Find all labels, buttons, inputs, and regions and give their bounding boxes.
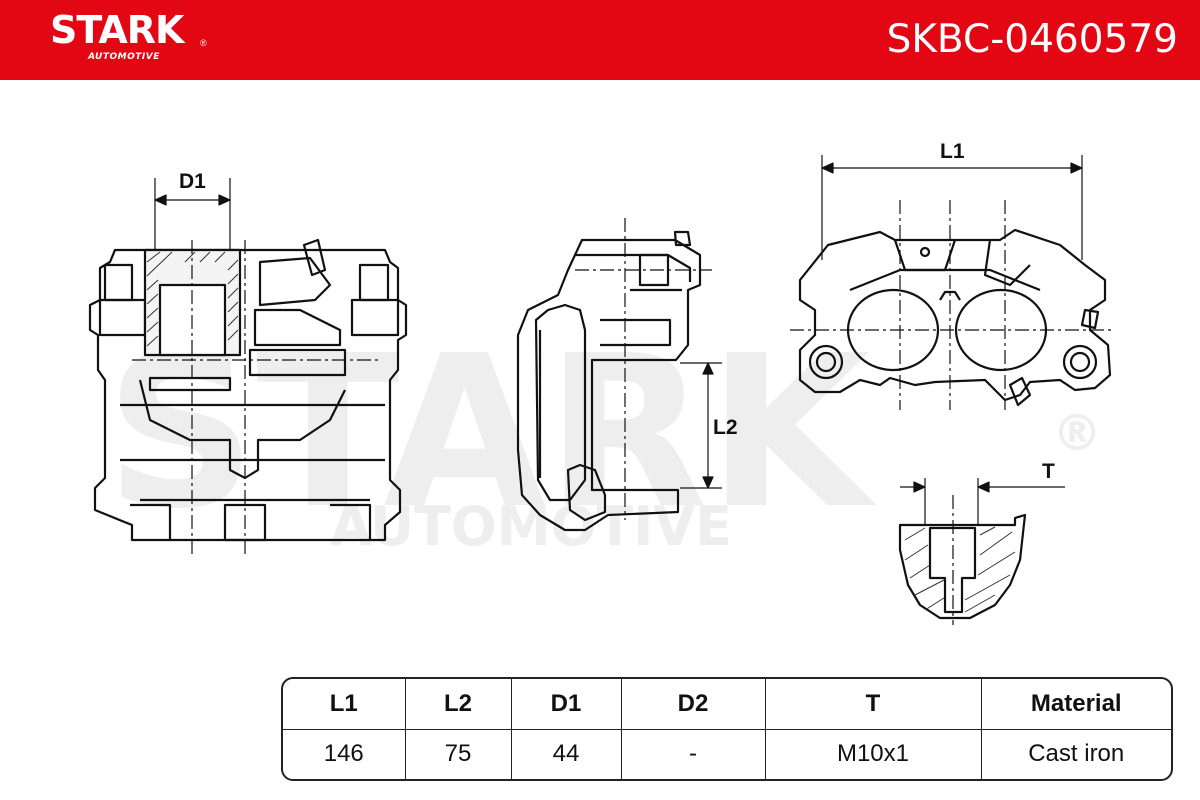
dimension-label-t: T xyxy=(1042,460,1055,483)
dimension-label-l2: L2 xyxy=(713,416,738,439)
dimension-label-d1: D1 xyxy=(179,170,206,193)
cell-d2-value: - xyxy=(620,729,765,779)
cell-d1-value: 44 xyxy=(510,729,621,779)
cell-t-value: M10x1 xyxy=(764,729,981,779)
watermark: STARK AUTOMOTIVE ® xyxy=(105,310,1102,558)
brand-logo: STARK ® AUTOMOTIVE xyxy=(50,8,207,62)
dimension-label-l1: L1 xyxy=(940,140,965,163)
caliper-front-section-view xyxy=(88,178,408,555)
thread-detail-view xyxy=(898,478,1065,625)
caliper-side-view xyxy=(516,218,722,532)
header-bar: STARK ® AUTOMOTIVE SKBC-0460579 xyxy=(0,0,1200,80)
brand-logo-subtitle: AUTOMOTIVE xyxy=(88,52,160,62)
cell-material-value: Cast iron xyxy=(980,729,1171,779)
table-header-row: L1 L2 D1 D2 T Material xyxy=(283,679,1171,730)
technical-drawing: STARK AUTOMOTIVE ® xyxy=(88,140,1115,625)
column-header-d1: D1 xyxy=(510,679,621,730)
column-header-material: Material xyxy=(980,679,1171,730)
part-number: SKBC-0460579 xyxy=(886,17,1178,62)
cell-l1-value: 146 xyxy=(323,740,364,768)
brand-logo-registered-mark: ® xyxy=(200,38,207,48)
cell-l2-value: 75 xyxy=(404,729,511,779)
column-header-d2: D2 xyxy=(620,679,765,730)
caliper-back-view xyxy=(790,155,1115,410)
specification-table: L1 L2 D1 D2 T Material 146 75 44 - M10x1… xyxy=(281,677,1173,781)
watermark-registered-mark: ® xyxy=(1052,404,1102,462)
column-header-l1: L1 xyxy=(283,679,405,730)
column-header-t: T xyxy=(764,679,981,730)
brand-logo-name: STARK xyxy=(50,8,184,52)
column-header-l2: L2 xyxy=(404,679,511,730)
table-row: 146 75 44 - M10x1 Cast iron xyxy=(283,729,1171,779)
